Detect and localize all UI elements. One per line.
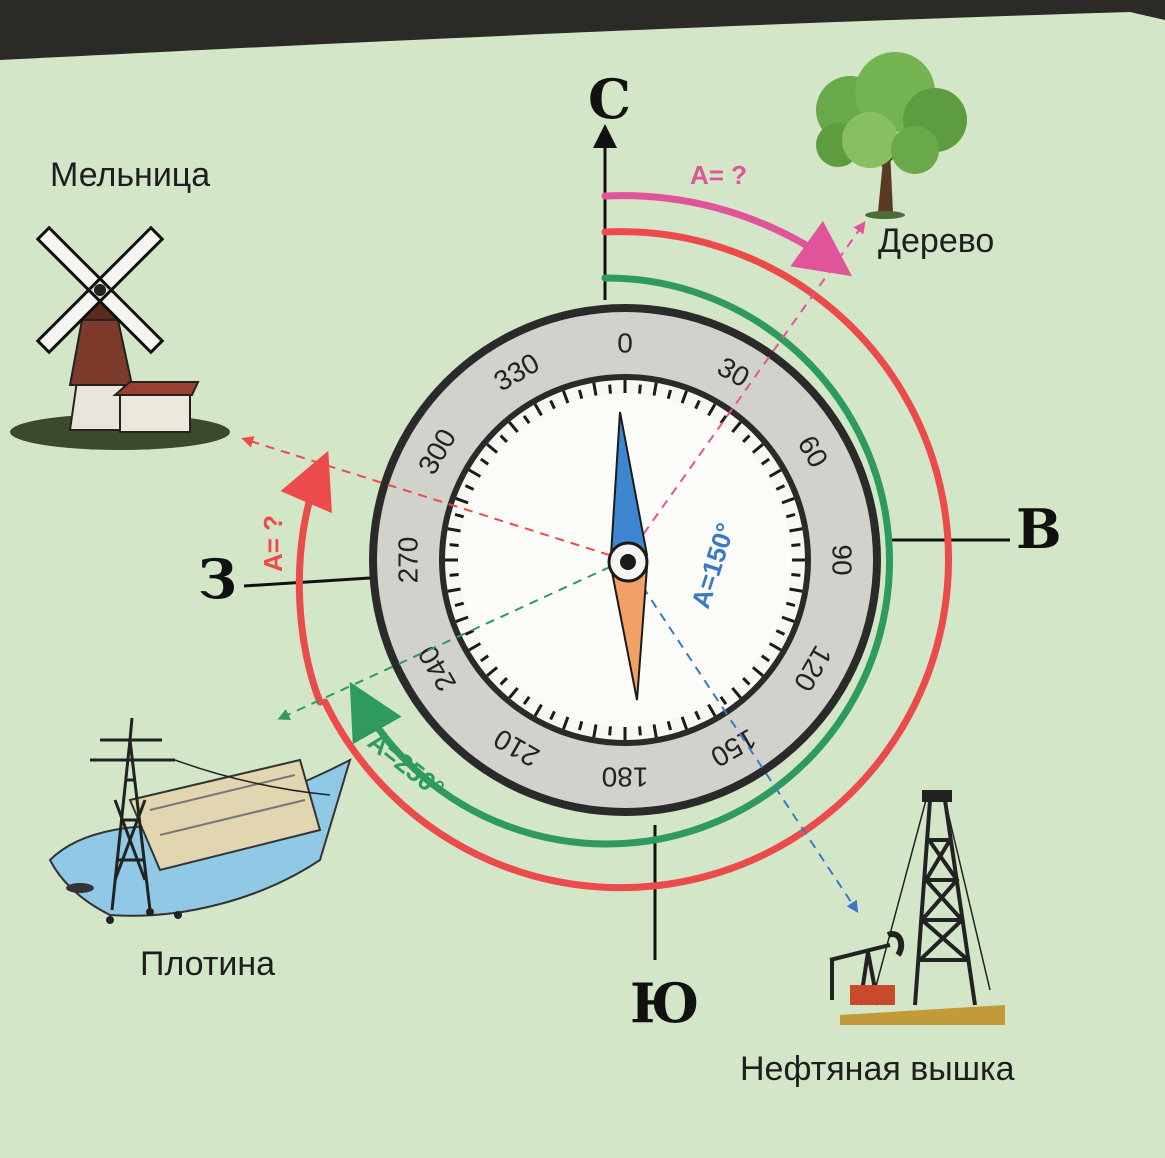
- compass-tick: [742, 434, 751, 443]
- compass-tick: [789, 587, 803, 593]
- tree-pink-arc: [601, 192, 853, 277]
- compass-tick: [562, 390, 570, 404]
- tree-icon: [816, 52, 967, 219]
- compass-tick: [608, 384, 612, 394]
- west-line: [243, 576, 371, 588]
- compass-tick: [447, 527, 461, 533]
- compass-tick: [768, 642, 782, 652]
- mill-label: Мельница: [50, 156, 210, 194]
- compass-tick: [468, 642, 482, 652]
- compass-tick: [707, 703, 717, 717]
- green-arc: [349, 274, 894, 848]
- compass-tick: [652, 382, 658, 396]
- compass-tick: [751, 666, 764, 677]
- compass-tick: [486, 666, 499, 677]
- north-label: С: [588, 67, 631, 131]
- degree-label: 90: [827, 544, 858, 575]
- compass-tick: [781, 497, 795, 505]
- degree-label: 180: [602, 762, 649, 793]
- compass-tick: [638, 384, 642, 394]
- compass-tick: [638, 726, 642, 736]
- compass-tick: [785, 601, 796, 608]
- oil-derrick-icon: [829, 790, 1005, 1025]
- compass-tick-ring: [445, 380, 805, 740]
- compass-tick: [533, 403, 543, 417]
- south-label: Ю: [630, 971, 700, 1035]
- compass-tick: [549, 710, 556, 721]
- tree-azimuth-label: A= ?: [690, 160, 747, 190]
- compass-tick: [768, 468, 782, 478]
- dam-icon: [48, 717, 352, 924]
- tree-label: Дерево: [878, 222, 994, 260]
- compass-tick: [455, 497, 469, 505]
- compass-tick: [449, 543, 459, 547]
- compass-tick: [707, 403, 717, 417]
- compass-tick: [577, 389, 584, 400]
- compass-tick: [666, 389, 673, 400]
- compass-tick: [791, 543, 801, 547]
- compass-tick: [464, 629, 475, 636]
- windmill-icon: [10, 225, 230, 450]
- mill-red-arc: [280, 450, 332, 706]
- compass-tick: [781, 615, 795, 623]
- compass-tick: [449, 573, 459, 577]
- compass-tick: [760, 654, 771, 663]
- compass-tick: [760, 457, 771, 466]
- compass-tick: [454, 601, 465, 608]
- compass-tick: [455, 615, 469, 623]
- compass-tick: [652, 724, 658, 738]
- compass-tick: [680, 390, 688, 404]
- compass-tick: [577, 720, 584, 731]
- compass-tick: [608, 726, 612, 736]
- compass-tick: [447, 587, 461, 593]
- compass-tick: [694, 710, 701, 721]
- compass-tick: [522, 695, 531, 706]
- compass-tick: [479, 457, 490, 466]
- oil-label: Нефтяная вышка: [740, 1050, 1015, 1088]
- compass-tick: [694, 399, 701, 410]
- degree-label: 0: [617, 328, 633, 359]
- compass-tick: [719, 414, 728, 425]
- dam-label: Плотина: [140, 945, 275, 983]
- outer-red-arc: [321, 228, 952, 892]
- compass-tick: [731, 421, 742, 434]
- bearing-line-tree: [624, 221, 866, 561]
- compass-tick: [775, 484, 786, 491]
- compass-tick: [499, 434, 508, 443]
- compass-tick: [731, 686, 742, 699]
- compass-tick: [533, 703, 543, 717]
- compass-tick: [592, 382, 598, 396]
- compass-tick: [508, 421, 519, 434]
- compass-tick: [791, 573, 801, 577]
- compass-tick: [789, 527, 803, 533]
- compass-tick: [486, 443, 499, 454]
- west-label: З: [198, 547, 237, 611]
- east-label: В: [1016, 497, 1062, 561]
- mill-azimuth-label: A= ?: [258, 515, 288, 572]
- compass-tick: [592, 724, 598, 738]
- compass-needle: [607, 411, 649, 701]
- degree-label: 270: [393, 537, 424, 584]
- compass-tick: [468, 468, 482, 478]
- compass-tick: [680, 716, 688, 730]
- compass-tick: [549, 399, 556, 410]
- compass-tick: [785, 512, 796, 519]
- compass-tick: [454, 512, 465, 519]
- bearing-line-oil: [624, 559, 859, 914]
- compass-tick: [522, 414, 531, 425]
- compass-tick: [742, 677, 751, 686]
- compass-tick: [499, 677, 508, 686]
- bearing-line-mill: [241, 436, 626, 561]
- compass-tick: [719, 695, 728, 706]
- compass-tick: [479, 654, 490, 663]
- compass-tick: [775, 629, 786, 636]
- compass-tick: [562, 716, 570, 730]
- compass-tick: [464, 484, 475, 491]
- compass-tick: [508, 686, 519, 699]
- compass-tick: [666, 720, 673, 731]
- compass-tick: [751, 443, 764, 454]
